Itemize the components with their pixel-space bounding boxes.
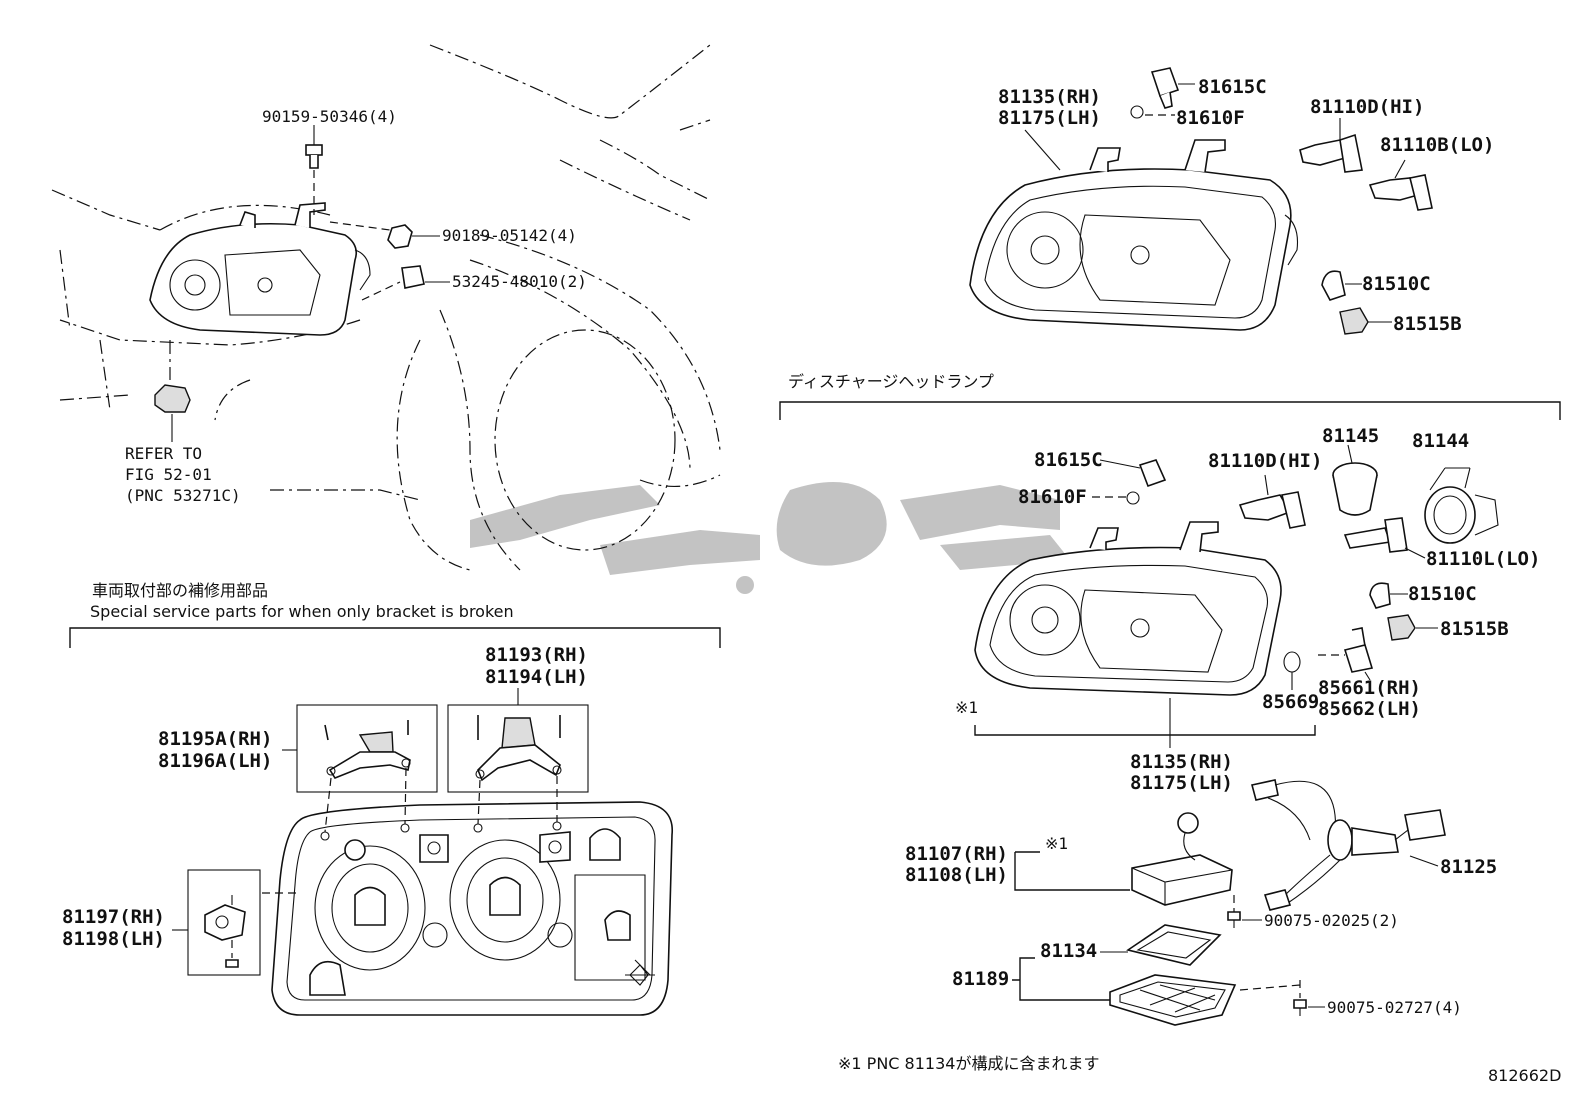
bulb-81110l-icon [1343,517,1426,559]
leader-81107 [1014,851,1130,891]
leader-81189 [1012,957,1110,1001]
label-85662: 85662(LH) [1318,698,1421,720]
label-81197: 81197(RH) [62,906,165,928]
leader-81135-upper [1024,129,1061,171]
halogen-headlamp-assembly [969,139,1299,331]
label-90075-02025: 90075-02025(2) [1264,911,1399,930]
label-90075-02727: 90075-02727(4) [1327,998,1462,1017]
bracket-refer-icon [154,340,191,442]
label-81175-upper: 81175(LH) [998,107,1101,129]
headlamp-rear-housing [271,801,673,1016]
socket-85661-icon [1318,627,1374,681]
discharge-title: ディスチャージヘッドランプ [788,372,994,391]
cord-81125-icon [1251,779,1446,911]
ballast-81107-icon [1131,812,1233,906]
label-53245: 53245-48010(2) [452,272,587,291]
box-81195a [296,704,438,793]
bracket-81193-icon [475,715,562,782]
refer-line1: REFER TO [125,444,202,463]
screw-90075-02025-icon [1227,895,1262,928]
lamp-group-bracket [974,725,1316,736]
label-81110d-lower: 81110D(HI) [1208,450,1322,472]
screw-90075-02727-icon [1239,980,1325,1016]
box-81197 [187,869,261,976]
label-81515b-upper: 81515B [1393,313,1462,335]
label-81125: 81125 [1440,856,1497,878]
label-81610f-lower: 81610F [1018,486,1087,508]
clip-81197-icon [204,892,300,968]
discharge-headlamp-assembly [974,521,1282,696]
note-mark-ballast: ※1 [1045,834,1068,853]
bulb-81110b-icon [1368,159,1433,211]
label-81145: 81145 [1322,425,1379,447]
label-81110d-upper: 81110D(HI) [1310,96,1424,118]
label-81195a: 81195A(RH) [158,728,272,750]
label-81515b-lower: 81515B [1440,618,1509,640]
label-81110b: 81110B(LO) [1380,134,1494,156]
label-81194: 81194(LH) [485,666,588,688]
label-81134: 81134 [1040,940,1097,962]
label-81135-upper: 81135(RH) [998,86,1101,108]
bulb-81615c-upper-icon [1150,67,1195,109]
socket-81515b-lower-icon [1387,614,1438,641]
bolt-90159-icon [305,125,323,215]
special-title-en: Special service parts for when only brac… [90,602,514,621]
bulb-81510c-lower-icon [1369,582,1408,609]
socket-81610f-lower-icon [1092,491,1140,505]
label-90189: 90189-05142(4) [442,226,577,245]
bracket-drop-lines [324,767,558,833]
label-85669: 85669 [1262,691,1319,713]
nut-53245-icon [361,265,450,301]
label-81108: 81108(LH) [905,864,1008,886]
refer-line2: FIG 52-01 [125,465,212,484]
socket-81610f-upper-icon [1130,105,1175,119]
special-bracket [69,627,721,648]
footnote: ※1 PNC 81134が構成に含まれます [838,1054,1099,1073]
label-81610f-upper: 81610F [1176,107,1245,129]
bracket-81195a-icon [324,720,411,779]
label-81135-lower: 81135(RH) [1130,751,1233,773]
bulb-81110d-upper-icon [1299,118,1363,173]
diagram-id: 812662D [1488,1066,1561,1085]
discharge-bracket [779,401,1561,420]
label-81189: 81189 [952,968,1009,990]
label-85661: 85661(RH) [1318,677,1421,699]
bulb-81510c-upper-icon [1321,270,1362,301]
box-81193 [447,704,589,793]
label-81510c-lower: 81510C [1408,583,1477,605]
socket-81515b-upper-icon [1339,307,1392,335]
cap-81144-icon [1424,467,1499,544]
oring-85669-icon [1283,651,1301,690]
label-81196a: 81196A(LH) [158,750,272,772]
label-81107: 81107(RH) [905,843,1008,865]
label-81175-lower: 81175(LH) [1130,772,1233,794]
clip-90189-icon [329,221,440,249]
label-81198: 81198(LH) [62,928,165,950]
label-81510c-upper: 81510C [1362,273,1431,295]
label-81144: 81144 [1412,430,1469,452]
note-mark-lower-lamp: ※1 [955,698,978,717]
label-81615c-upper: 81615C [1198,76,1267,98]
label-90159: 90159-50346(4) [262,107,397,126]
label-81615c-lower: 81615C [1034,449,1103,471]
bulb-81110d-lower-icon [1238,474,1306,529]
cover-81134-icon [1100,924,1222,966]
ignitor-81145-icon [1332,444,1378,516]
watermark-logo [470,482,1070,594]
label-81110l: 81110L(LO) [1426,548,1540,570]
car-body-outline [51,44,721,571]
special-title-jp: 車両取付部の補修用部品 [92,581,268,600]
headlamp-on-car [149,202,371,336]
case-81189-icon [1109,974,1237,1026]
refer-line3: (PNC 53271C) [125,486,241,505]
label-81193: 81193(RH) [485,644,588,666]
bulb-81615c-lower-icon [1099,459,1167,488]
